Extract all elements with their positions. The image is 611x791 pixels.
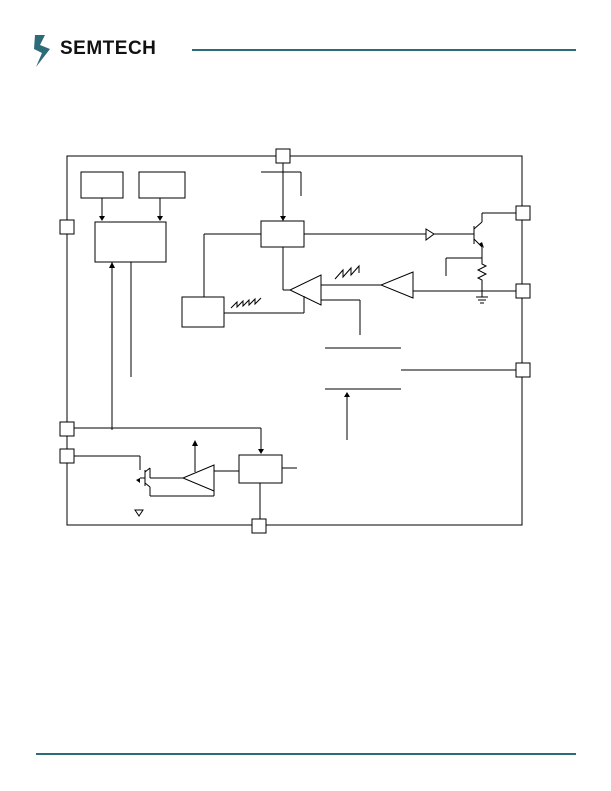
block-small-2 [138,171,186,199]
ramp-waveform-icon [334,264,360,280]
pin-left-2 [59,421,75,437]
ground-reference-icon [134,509,144,517]
pin-left-3 [59,448,75,464]
sense-resistor [476,258,488,291]
pin-right-2 [515,283,531,299]
pin-right-3 [515,362,531,378]
company-logo-text: SEMTECH [60,38,157,59]
oscillator-ramp-icon [230,297,262,309]
header-rule [192,49,576,51]
chip-outline [66,155,523,526]
logic-block [94,221,167,263]
pin-top [275,148,291,164]
oscillator-block [181,296,225,328]
pwm-comparator [288,274,322,306]
driver-block [260,220,305,248]
pin-right-1 [515,205,531,221]
semtech-logo-mark-icon [34,35,50,67]
sense-amplifier [379,271,414,299]
regulator-block [238,454,283,484]
block-small-1 [80,171,124,199]
buffer-triangle [425,228,435,241]
footer-rule [36,753,576,755]
pin-left-1 [59,219,75,235]
error-amplifier [181,464,215,492]
pin-bottom [251,518,267,534]
